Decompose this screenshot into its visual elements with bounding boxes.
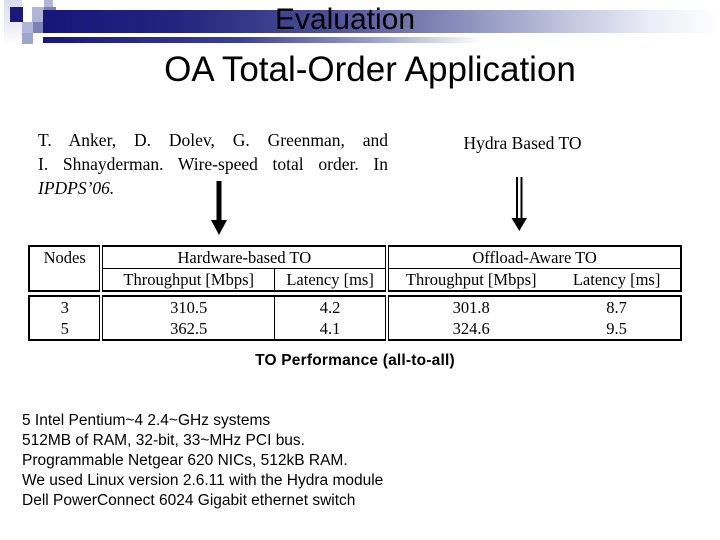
system-notes-block: 5 Intel Pentium~4 2.4~GHz systems 512MB … <box>22 411 582 511</box>
cell-hw-throughput: 310.5 <box>99 296 275 318</box>
slide-title-line2: OA Total-Order Application <box>164 50 576 89</box>
cell-oa-throughput: 301.8 <box>385 296 554 318</box>
deco-square <box>33 22 44 33</box>
cell-oa-latency: 8.7 <box>606 298 627 317</box>
table-row: 3 310.5 4.2 301.8 8.7 <box>29 296 681 318</box>
cell-nodes: 3 <box>60 298 69 317</box>
cell-nodes: 5 <box>60 319 69 338</box>
hydra-based-to-label: Hydra Based TO <box>463 133 582 153</box>
performance-table-header: Nodes Hardware-based TO Offload-Aware TO… <box>28 245 682 292</box>
table-row: 5 362.5 4.1 324.6 9.5 <box>29 318 681 340</box>
cell-hw-latency: 4.1 <box>273 318 388 340</box>
column-header-hw-latency: Latency [ms] <box>273 268 388 291</box>
note-line: Programmable Netgear 620 NICs, 512kB RAM… <box>22 452 348 469</box>
deco-square <box>22 33 33 44</box>
column-header-nodes: Nodes <box>43 248 86 267</box>
column-group-offload-aware-to: Offload-Aware TO <box>385 246 681 269</box>
note-line: Dell PowerConnect 6024 Gigabit ethernet … <box>22 492 356 509</box>
citation-venue: IPDPS’06. <box>38 178 115 198</box>
note-line: We used Linux version 2.6.11 with the Hy… <box>22 472 384 489</box>
outline-down-arrow-icon <box>511 177 527 231</box>
deco-square <box>32 7 44 22</box>
cell-oa-latency: 9.5 <box>606 319 627 338</box>
column-group-hardware-based-to: Hardware-based TO <box>99 246 388 269</box>
slide-title-line1: Evaluation <box>274 3 416 36</box>
column-header-oa-throughput: Throughput [Mbps] <box>385 268 554 291</box>
table-caption: TO Performance (all-to-all) <box>255 352 455 369</box>
deco-square <box>44 0 53 8</box>
title-gradient-bar <box>43 10 720 33</box>
performance-table-body: 3 310.5 4.2 301.8 8.7 5 362.5 4.1 324.6 … <box>28 295 682 341</box>
column-header-oa-latency: Latency [ms] <box>572 270 661 289</box>
title-gradient-underline <box>43 37 483 43</box>
citation-text: T. Anker, D. Dolev, G. Greenman, and I. … <box>38 128 388 200</box>
citation-line: I. Shnayderman. Wire-speed total order. … <box>38 154 388 174</box>
performance-table: Nodes Hardware-based TO Offload-Aware TO… <box>28 245 686 341</box>
cell-oa-throughput: 324.6 <box>385 318 554 340</box>
citation-line: T. Anker, D. Dolev, G. Greenman, and <box>38 130 388 150</box>
cell-hw-throughput: 362.5 <box>99 318 275 340</box>
cell-hw-latency: 4.2 <box>273 296 388 318</box>
column-header-hw-throughput: Throughput [Mbps] <box>99 268 275 291</box>
note-line: 5 Intel Pentium~4 2.4~GHz systems <box>22 412 271 429</box>
solid-down-arrow-icon <box>211 181 227 235</box>
note-line: 512MB of RAM, 32-bit, 33~MHz PCI bus. <box>22 432 305 449</box>
deco-square <box>10 7 23 22</box>
deco-square <box>22 22 33 33</box>
